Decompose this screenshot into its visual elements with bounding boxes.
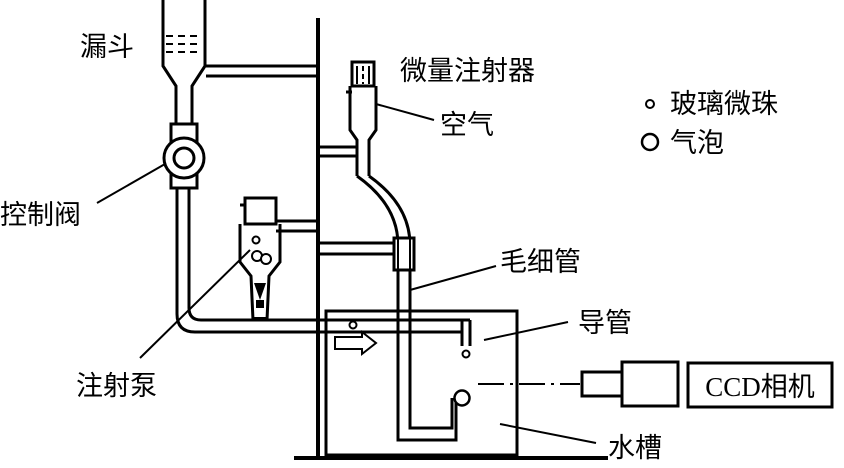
- legend-glass-bead-label: 玻璃微珠: [670, 89, 778, 120]
- funnel: [161, 0, 207, 124]
- micro-syringe-label: 微量注射器: [400, 56, 535, 87]
- ccd-camera-label: CCD相机: [705, 372, 815, 402]
- funnel-label: 漏斗: [80, 32, 134, 63]
- ccd-camera-label-box: [686, 361, 834, 409]
- control-valve: [162, 122, 206, 190]
- bubble-released: [453, 389, 471, 407]
- camera-lens: [580, 370, 624, 398]
- ccd-camera: CCD相机: [580, 360, 834, 409]
- feed-tube: [175, 188, 472, 346]
- water-tank-label: 水槽: [608, 433, 662, 464]
- legend: 玻璃微珠 气泡: [640, 89, 778, 159]
- flow-arrow-icon: [334, 329, 378, 357]
- control-valve-label: 控制阀: [0, 200, 81, 231]
- syringe-pump-label: 注射泵: [76, 371, 157, 402]
- leader-lines: [96, 103, 597, 444]
- camera-body: [620, 360, 680, 408]
- syringe-pump: [238, 196, 282, 321]
- air-label: 空气: [440, 110, 494, 141]
- guide-tube-label: 导管: [578, 308, 632, 339]
- glass-bead-icon: [645, 99, 655, 109]
- water-tank: [324, 309, 519, 457]
- bead-released: [461, 349, 471, 359]
- legend-bubble-label: 气泡: [670, 128, 724, 159]
- micro-syringe: [346, 60, 378, 176]
- retort-stand: [206, 18, 608, 460]
- capillary: [356, 174, 458, 442]
- bubble-icon: [640, 132, 660, 152]
- bead-in-tube: [348, 320, 358, 330]
- bead-in-pump: [251, 235, 261, 245]
- capillary-label: 毛细管: [500, 247, 581, 278]
